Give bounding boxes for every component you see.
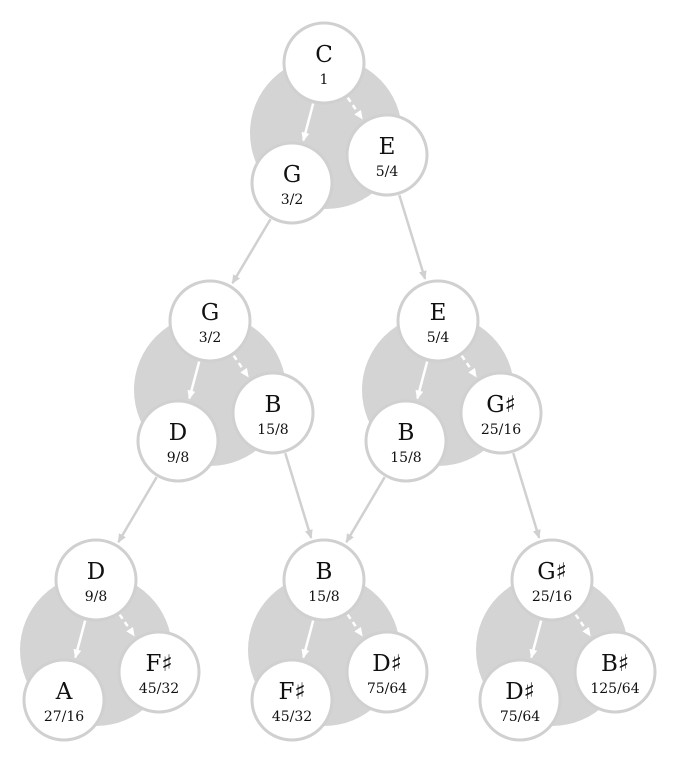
note-name: D♯: [372, 651, 402, 677]
note-name: B♯: [601, 651, 629, 677]
note-circle: [168, 279, 252, 363]
note-ratio: 15/8: [390, 450, 421, 466]
note-circle: [345, 113, 429, 197]
third-arrow-g-c: [346, 96, 364, 120]
note-name: F♯: [145, 651, 172, 677]
note-ratio: 45/32: [272, 709, 312, 725]
note-ratio: 15/8: [308, 589, 339, 605]
note-ratio: 25/16: [481, 422, 521, 438]
note-name: F♯: [278, 679, 305, 705]
note-circle: [117, 630, 201, 714]
note-circle: [250, 141, 334, 225]
note-name: G♯: [486, 392, 516, 418]
fifth-arrow-g-b: [301, 620, 315, 659]
note-name: B: [316, 559, 333, 585]
link-arrow-g-g-third-to-g-b: [284, 452, 313, 539]
note-name: D: [87, 559, 105, 585]
note-node-g-b-fifth: F♯ 45/32: [250, 658, 334, 742]
note-node-g-e-root: E 5/4: [396, 279, 480, 363]
note-name: B: [398, 420, 415, 446]
third-arrow-g-e: [460, 354, 478, 378]
note-ratio: 75/64: [367, 681, 407, 697]
note-node-g-d-fifth: A 27/16: [22, 658, 106, 742]
link-arrow-g-c-fifth-to-g-g: [231, 218, 272, 285]
note-circle: [510, 538, 594, 622]
note-node-g-b-third: D♯ 75/64: [345, 630, 429, 714]
note-node-g-c-third: E 5/4: [345, 113, 429, 197]
note-ratio: 5/4: [376, 164, 399, 180]
third-arrow-g-g: [232, 354, 250, 378]
link-arrow-g-e-third-to-g-gs: [512, 452, 541, 539]
note-node-g-gs-root: G♯ 25/16: [510, 538, 594, 622]
fifth-arrow-g-e: [415, 361, 429, 400]
fifth-arrow-g-c: [301, 103, 315, 142]
note-node-g-c-root: C1: [282, 21, 366, 105]
fifth-arrow-g-gs: [529, 620, 543, 659]
note-node-g-e-fifth: B 15/8: [364, 399, 448, 483]
note-name: G: [201, 300, 219, 326]
note-circle: [364, 399, 448, 483]
note-node-g-g-root: G 3/2: [168, 279, 252, 363]
note-node-g-d-third: F♯ 45/32: [117, 630, 201, 714]
note-name: E: [379, 134, 396, 160]
fifth-arrow-g-d: [73, 620, 87, 659]
note-circle: [478, 658, 562, 742]
note-name: A: [55, 679, 73, 705]
note-name: G♯: [537, 559, 567, 585]
note-name: G: [283, 162, 301, 188]
note-name: D♯: [505, 679, 535, 705]
third-arrow-g-gs: [574, 613, 592, 637]
note-ratio: 15/8: [257, 422, 288, 438]
note-ratio: 9/8: [85, 589, 108, 605]
link-arrow-g-g-fifth-to-g-d: [117, 476, 158, 543]
note-name: D: [169, 420, 187, 446]
note-name: B: [265, 392, 282, 418]
note-ratio: 75/64: [500, 709, 540, 725]
note-circle: [136, 399, 220, 483]
note-circle: [345, 630, 429, 714]
note-circle: [54, 538, 138, 622]
note-node-g-gs-third: B♯ 125/64: [573, 630, 657, 714]
third-arrow-g-d: [118, 613, 136, 637]
note-ratio: 1: [320, 72, 329, 88]
note-ratio: 9/8: [167, 450, 190, 466]
note-node-g-g-third: B 15/8: [231, 371, 315, 455]
note-circle: [231, 371, 315, 455]
note-ratio: 3/2: [281, 192, 304, 208]
note-node-g-e-third: G♯ 25/16: [459, 371, 543, 455]
note-ratio: 3/2: [199, 330, 222, 346]
note-node-g-g-fifth: D 9/8: [136, 399, 220, 483]
note-circle: [282, 21, 366, 105]
note-circle: [282, 538, 366, 622]
note-circle: [459, 371, 543, 455]
note-node-g-c-fifth: G 3/2: [250, 141, 334, 225]
note-name: E: [430, 300, 447, 326]
note-circle: [250, 658, 334, 742]
link-arrow-g-c-third-to-g-e: [398, 194, 427, 280]
note-node-g-b-root: B 15/8: [282, 538, 366, 622]
link-arrow-g-e-fifth-to-g-b: [345, 476, 386, 543]
note-circle: [22, 658, 106, 742]
note-ratio: 125/64: [590, 681, 639, 697]
note-node-g-gs-fifth: D♯ 75/64: [478, 658, 562, 742]
fifth-arrow-g-g: [187, 361, 201, 400]
note-name: C: [315, 42, 333, 68]
third-arrow-g-b: [346, 613, 364, 637]
note-ratio: 25/16: [532, 589, 572, 605]
note-circle: [396, 279, 480, 363]
note-ratio: 27/16: [44, 709, 84, 725]
note-node-g-d-root: D 9/8: [54, 538, 138, 622]
note-circle: [573, 630, 657, 714]
note-ratio: 5/4: [427, 330, 450, 346]
note-ratio: 45/32: [139, 681, 179, 697]
